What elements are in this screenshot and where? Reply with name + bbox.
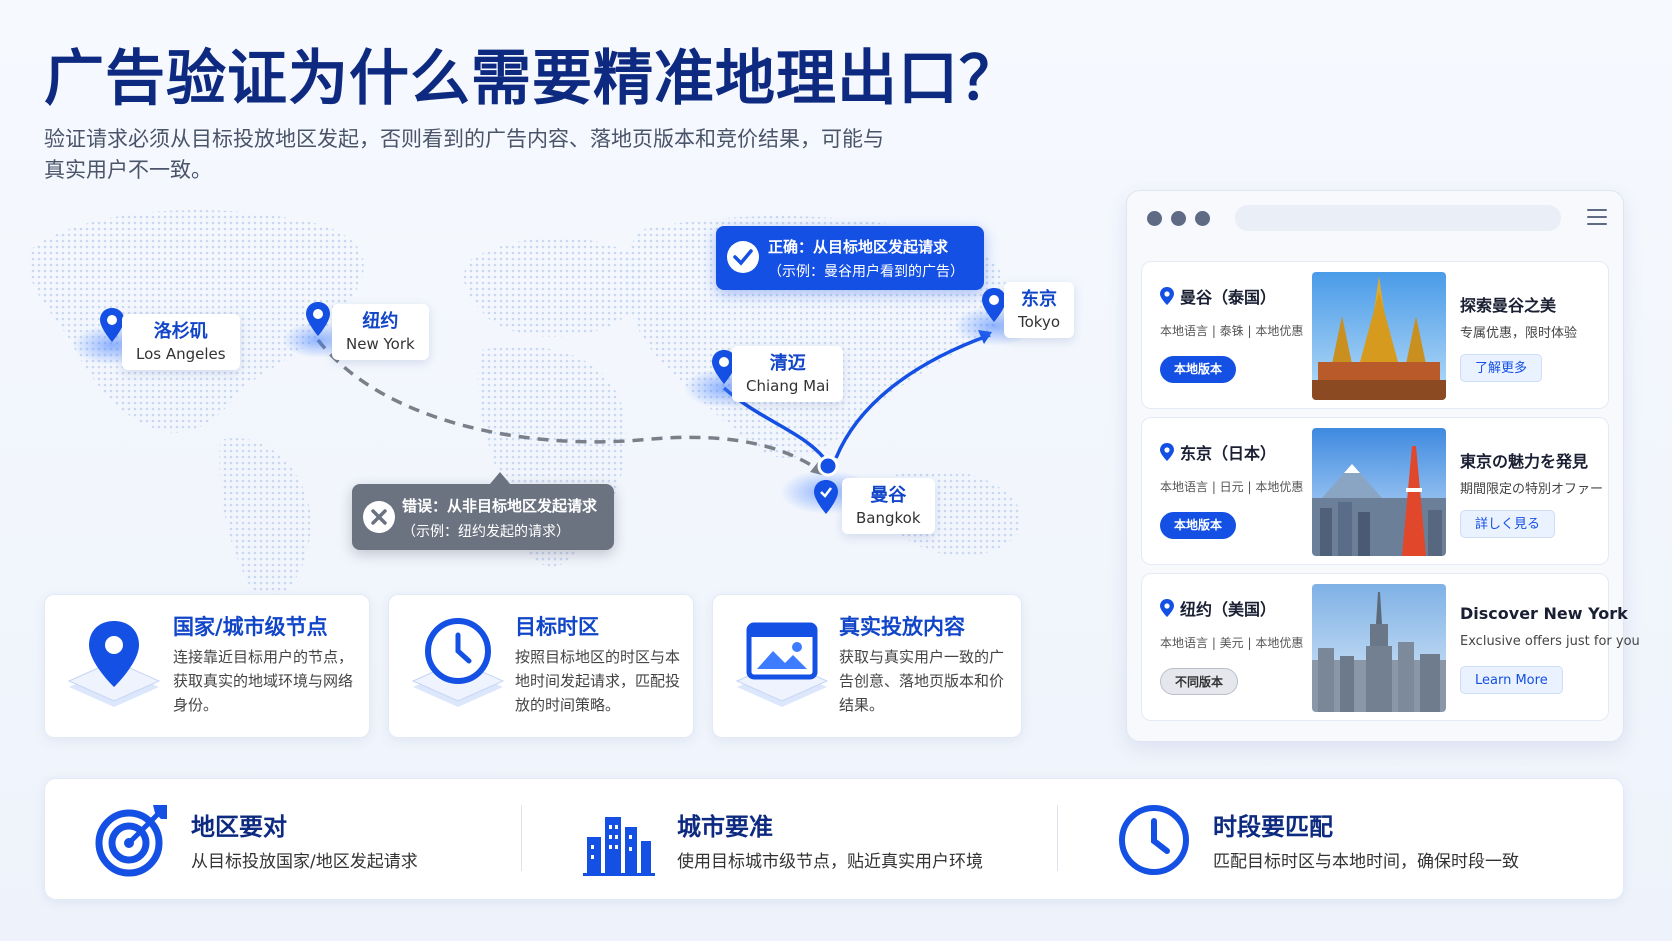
wrong-callout-example: （示例：纽约发起的请求） [402,524,570,540]
ad-location-label: 纽约（美国） [1180,600,1277,619]
summary-title: 城市要准 [677,813,773,841]
wrong-callout: 错误：从非目标地区发起请求 （示例：纽约发起的请求） [352,472,614,550]
summary-item-city: 城市要准 使用目标城市级节点，贴近真实用户环境 [531,779,1057,901]
new-york-skyline-image [1312,584,1446,712]
city-buildings-icon [583,817,655,876]
feature-card-content: 真实投放内容 获取与真实用户一致的广告创意、落地页版本和价结果。 [712,594,1022,738]
ad-subline: Exclusive offers just for you [1460,634,1640,649]
location-pin-icon [814,480,838,514]
south-america-shape [219,438,311,605]
world-map: 洛杉矶 Los Angeles 纽约 New York 清迈 Chiang Ma… [0,190,1110,610]
summary-desc: 从目标投放国家/地区发起请求 [191,852,418,872]
ad-meta: 本地语言 | 日元 | 本地优惠 [1160,480,1304,494]
tokyo-skyline-image [1312,428,1446,556]
summary-desc: 匹配目标时区与本地时间，确保时段一致 [1213,852,1519,872]
city-name-en: Los Angeles [136,345,226,363]
summary-title: 时段要匹配 [1213,813,1333,841]
correct-callout-example: （示例：曼谷用户看到的广告） [768,264,964,280]
feature-card-timezone: 目标时区 按照目标地区的时区与本地时间发起请求，匹配投放的时间策略。 [388,594,694,738]
feature-desc: 获取与真实用户一致的广告创意、落地页版本和价结果。 [839,648,1005,714]
correct-callout-title: 正确：从目标地区发起请求 [768,238,949,256]
ad-result-card: 东京（日本） 本地语言 | 日元 | 本地优惠 本地版本 東京の魅力を発見 期間… [1141,417,1609,565]
cross-circle-icon [363,501,395,533]
feature-title: 国家/城市级节点 [173,615,328,639]
location-pin-icon [306,302,330,336]
wrong-route-line [316,338,823,474]
ad-location-label: 东京（日本） [1180,444,1277,463]
ad-cta-button[interactable]: 了解更多 [1460,354,1543,382]
city-name-en: Chiang Mai [746,377,830,395]
ad-location-label: 曼谷（泰国） [1180,288,1277,307]
location-pin-icon [982,288,1006,322]
ad-location: 东京（日本） [1160,440,1276,464]
ad-cta-button[interactable]: Learn More [1460,666,1563,694]
ad-location: 纽约（美国） [1160,596,1276,620]
ad-location: 曼谷（泰国） [1160,284,1276,308]
location-pin-icon [67,621,161,707]
window-dot [1195,211,1210,226]
window-dot [1147,211,1162,226]
summary-item-region: 地区要对 从目标投放国家/地区发起请求 [45,779,521,901]
tokyo-route-line [834,333,991,459]
city-name-cn: 洛杉矶 [153,321,208,342]
bangkok-waypoint-dot [817,455,839,477]
feature-card-node: 国家/城市级节点 连接靠近目标用户的节点，获取真实的地域环境与网络身份。 [44,594,370,738]
city-name-cn: 曼谷 [870,485,907,506]
window-dot [1171,211,1186,226]
feature-title: 真实投放内容 [839,615,965,639]
summary-desc: 使用目标城市级节点，贴近真实用户环境 [677,852,983,872]
ad-headline: Discover New York [1460,604,1628,623]
version-badge: 本地版本 [1160,356,1237,383]
bangkok-temple-image [1312,272,1446,400]
city-label-los-angeles: 洛杉矶 Los Angeles [122,314,240,370]
url-bar[interactable] [1235,205,1561,231]
ad-headline: 探索曼谷之美 [1460,296,1557,315]
ad-subline: 专属优惠，限时体验 [1460,326,1578,341]
city-label-new-york: 纽约 New York [332,304,429,360]
clock-icon [411,618,505,707]
feature-title: 目标时区 [515,615,599,639]
feature-desc: 按照目标地区的时区与本地时间发起请求，匹配投放的时间策略。 [515,648,681,714]
location-pin-icon [100,308,124,342]
version-badge: 不同版本 [1160,668,1239,695]
summary-title: 地区要对 [191,813,287,841]
summary-bar: 地区要对 从目标投放国家/地区发起请求 城市要准 使用目标城市级节点，贴近真实用… [44,778,1624,900]
europe-shape [463,237,647,337]
city-name-cn: 纽约 [362,311,399,332]
location-pin-icon [1160,599,1174,617]
city-name-en: New York [346,335,415,353]
page-subtitle: 验证请求必须从目标投放地区发起，否则看到的广告内容、落地页版本和竞价结果，可能与… [44,127,884,182]
ad-headline: 東京の魅力を発見 [1460,452,1589,471]
browser-mockup: 曼谷（泰国） 本地语言 | 泰铢 | 本地优惠 本地版本 探索曼谷之美 专属优惠… [1126,190,1640,742]
city-label-chiang-mai: 清迈 Chiang Mai [732,346,844,402]
city-name-en: Tokyo [1018,313,1060,331]
clock-icon [1119,805,1189,875]
city-name-cn: 东京 [1021,289,1057,310]
ad-cta-button[interactable]: 詳しく見る [1460,510,1556,538]
image-window-icon [735,622,829,707]
ad-result-card: 纽约（美国） 本地语言 | 美元 | 本地优惠 不同版本 Discover Ne… [1141,573,1640,721]
city-name-cn: 清迈 [769,353,806,374]
location-pin-icon [1160,443,1174,461]
ad-result-card: 曼谷（泰国） 本地语言 | 泰铢 | 本地优惠 本地版本 探索曼谷之美 专属优惠… [1141,261,1609,409]
location-pin-icon [1160,287,1174,305]
check-circle-icon [727,241,759,273]
correct-callout: 正确：从目标地区发起请求 （示例：曼谷用户看到的广告） [716,226,984,290]
divider [1057,805,1058,871]
city-label-tokyo: 东京 Tokyo [1004,282,1074,338]
ad-meta: 本地语言 | 美元 | 本地优惠 [1160,636,1304,650]
summary-item-time: 时段要匹配 匹配目标时区与本地时间，确保时段一致 [1067,779,1623,901]
page-title: 广告验证为什么需要精准地理出口？ [44,44,1020,114]
wrong-callout-title: 错误：从非目标地区发起请求 [402,497,598,515]
menu-icon[interactable] [1587,209,1607,227]
location-pin-icon [712,350,736,384]
feature-desc: 连接靠近目标用户的节点，获取真实的地域环境与网络身份。 [173,648,354,714]
ad-meta: 本地语言 | 泰铢 | 本地优惠 [1160,324,1304,338]
city-name-en: Bangkok [856,509,921,527]
ad-subline: 期間限定の特別オファー [1460,482,1604,497]
city-label-bangkok: 曼谷 Bangkok [842,478,935,534]
version-badge: 本地版本 [1160,512,1237,539]
divider [521,805,522,871]
target-icon [95,805,167,877]
